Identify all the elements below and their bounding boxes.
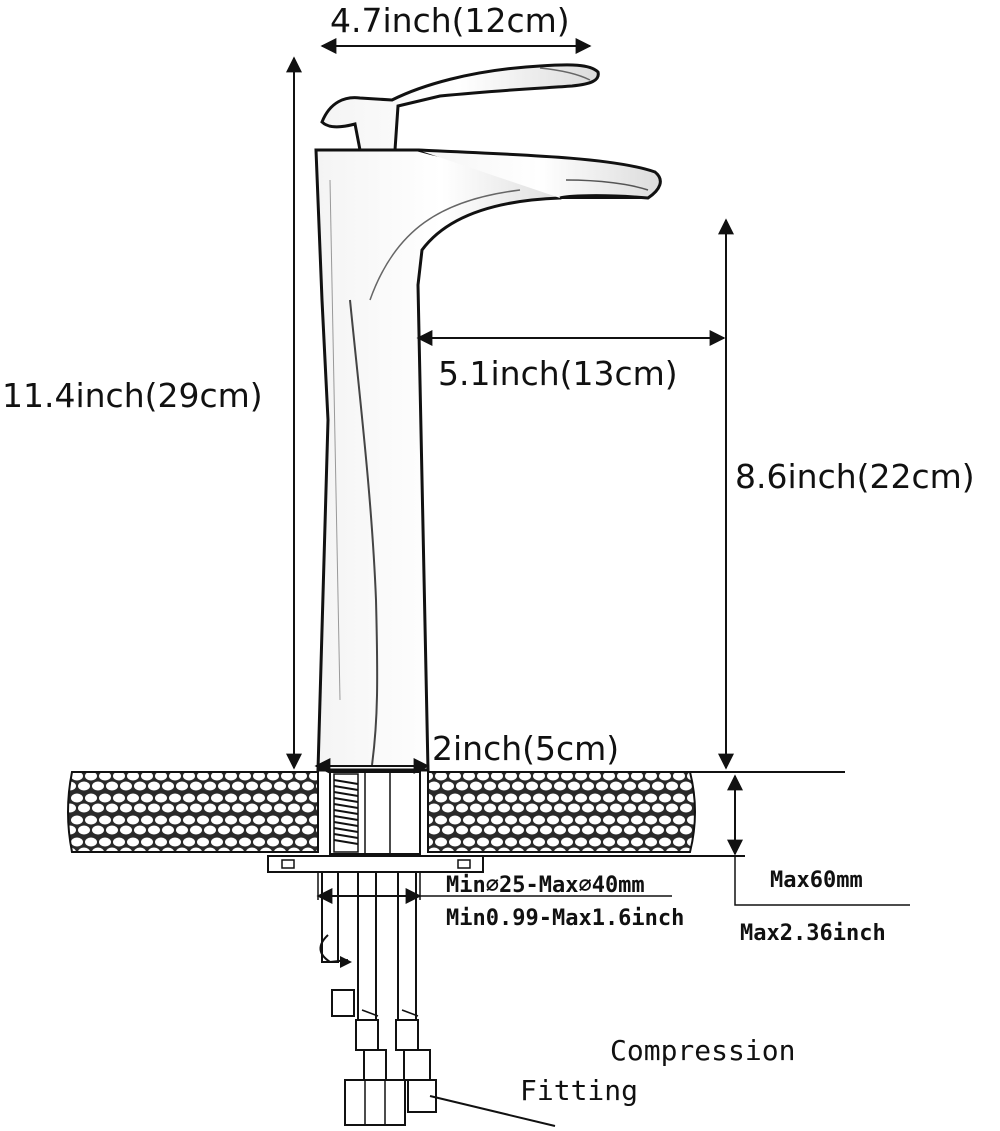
- spout-height-label: 8.6inch(22cm): [735, 457, 975, 496]
- base-width-label: 2inch(5cm): [432, 729, 619, 768]
- hole-diameter-mm-label: Min⌀25-Max⌀40mm: [446, 873, 645, 898]
- spout-reach-label: 5.1inch(13cm): [438, 354, 678, 393]
- thickness-leader: [734, 856, 910, 906]
- mounting-plate: [267, 855, 484, 873]
- threaded-rod: [333, 773, 359, 853]
- compression-fitting: [344, 1079, 437, 1126]
- max-thickness-mm-label: Max60mm: [770, 868, 863, 893]
- handle-width-label: 4.7inch(12cm): [330, 1, 570, 40]
- supply-lines: [319, 871, 431, 1081]
- dimension-lines: [286, 38, 910, 906]
- mounting-shank: [329, 771, 421, 855]
- max-thickness-inch-label: Max2.36inch: [740, 921, 886, 946]
- fitting-label: Fitting: [520, 1074, 638, 1107]
- compression-label: Compression: [610, 1034, 795, 1067]
- total-height-label: 11.4inch(29cm): [2, 376, 263, 415]
- faucet-handle: [320, 63, 600, 152]
- faucet-body: [314, 148, 662, 772]
- hole-diameter-inch-label: Min0.99-Max1.6inch: [446, 906, 684, 931]
- countertop: [67, 771, 845, 857]
- fitting-leader-line: [429, 1095, 556, 1127]
